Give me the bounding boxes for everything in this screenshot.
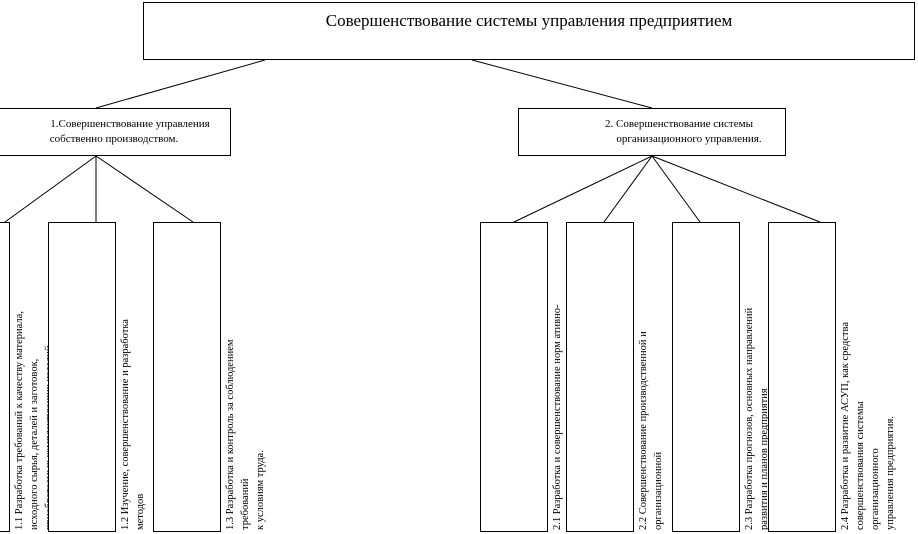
connector-branch2-leaf1 bbox=[603, 155, 653, 223]
leaf-text-1-3: 1.3 Разработка и контроль за соблюдением… bbox=[225, 339, 266, 530]
leaf-text-2-4: 2.4 Разработка и развитие АСУП, как сред… bbox=[840, 322, 896, 530]
root-title: Совершенствование системы управления пре… bbox=[325, 11, 733, 30]
branch-title-1-line2: собственно производством. bbox=[49, 133, 179, 145]
branch-title-1-line1: 1.Совершенствование управления bbox=[50, 118, 210, 130]
leaf-node-2-3 bbox=[672, 222, 740, 532]
leaf-node-2-1 bbox=[480, 222, 548, 532]
connector-branch1-leaf2 bbox=[95, 155, 194, 223]
leaf-node-1-1 bbox=[0, 222, 10, 532]
leaf-node-2-2 bbox=[566, 222, 634, 532]
branch-title-2-line2: организационного управления. bbox=[616, 133, 762, 145]
leaf-node-1-3 bbox=[153, 222, 221, 532]
connector-branch2-leaf0 bbox=[513, 155, 653, 223]
branch-node-2: 2. Совершенствование системы организацио… bbox=[518, 108, 786, 156]
connector-root-branch2 bbox=[471, 59, 653, 109]
connector-branch1-leaf0 bbox=[4, 155, 97, 223]
leaf-node-2-4 bbox=[768, 222, 836, 532]
leaf-node-1-2 bbox=[48, 222, 116, 532]
branch-title-2-line1: 2. Совершенствование системы bbox=[605, 118, 753, 130]
root-node: Совершенствование системы управления пре… bbox=[143, 2, 915, 60]
connector-root-branch1 bbox=[95, 59, 266, 109]
connector-branch2-leaf2 bbox=[651, 155, 701, 223]
branch-node-1: 1.Совершенствование управления собственн… bbox=[0, 108, 231, 156]
connector-branch2-leaf3 bbox=[651, 155, 821, 223]
